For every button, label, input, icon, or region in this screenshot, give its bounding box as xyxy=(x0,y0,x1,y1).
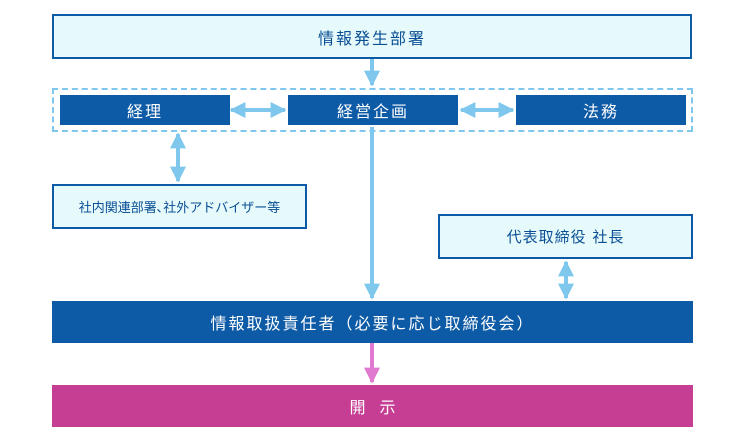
disclosure-box: 開示 xyxy=(52,385,693,427)
department-group xyxy=(52,88,693,132)
legal-box: 法務 xyxy=(516,95,686,125)
information-source-box: 情報発生部署 xyxy=(52,14,692,59)
information-handling-officer-box: 情報取扱責任者（必要に応じ取締役会） xyxy=(52,301,693,343)
accounting-box: 経理 xyxy=(60,95,230,125)
representative-director-box: 代表取締役 社長 xyxy=(438,214,693,259)
corporate-planning-box: 経営企画 xyxy=(288,95,458,125)
external-advisors-box: 社内関連部署､社外アドバイザー等 xyxy=(52,184,307,229)
